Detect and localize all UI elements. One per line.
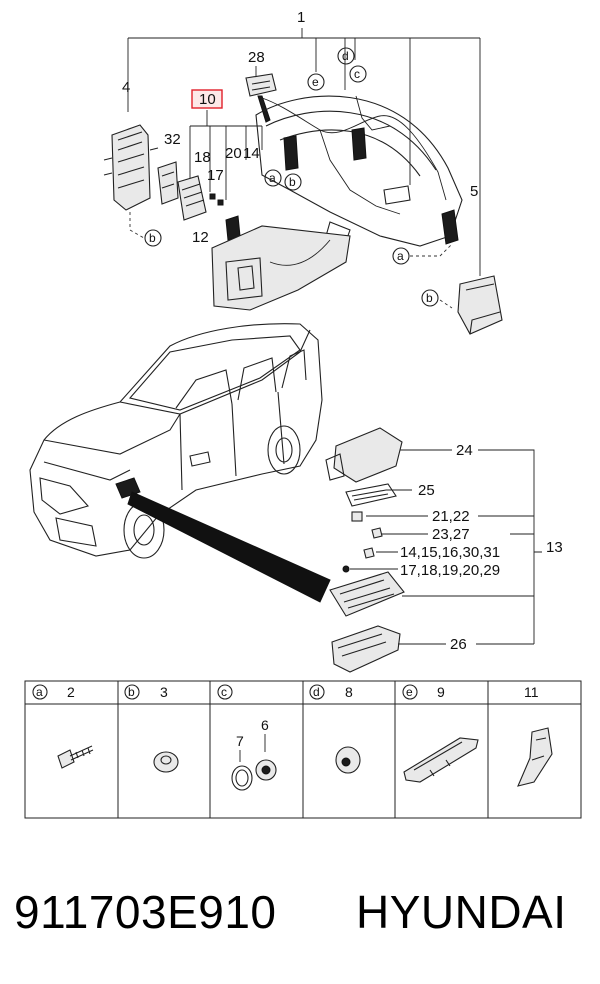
legend-cell-11: 11 — [517, 684, 553, 787]
footer-caption: 911703E910 HYUNDAI — [0, 872, 600, 952]
marker-b-left-text: b — [149, 231, 156, 245]
part-10-group: 10 32 18 20 14 17 12 — [157, 89, 263, 246]
brand-text: HYUNDAI — [356, 886, 567, 938]
label-12: 12 — [192, 229, 209, 246]
marker-b-top-text: b — [289, 175, 296, 189]
legend-letter-a: a — [36, 685, 43, 699]
legend-cell-d: d 8 — [309, 684, 361, 774]
circle-marker-b-right — [421, 289, 439, 307]
marker-a-right-text: a — [397, 249, 404, 263]
label-28: 28 — [248, 49, 265, 66]
marker-d-text: d — [342, 49, 349, 63]
label-17-18-19-20-29: 17,18,19,20,29 — [400, 562, 500, 579]
legend-cell-a: a 2 — [32, 684, 94, 769]
legend-cell-c: c 7 6 — [217, 684, 277, 791]
label-24: 24 — [456, 442, 473, 459]
label-1: 1 — [297, 9, 305, 26]
circle-marker-b-top — [284, 173, 302, 191]
part-10-highlight — [191, 89, 223, 109]
circle-marker-c — [349, 65, 367, 83]
label-10: 10 — [199, 91, 216, 108]
fuse-box-group: 24 25 21,22 23,27 14,15,16,30,31 17,18,1… — [325, 427, 563, 673]
legend-cell-b: b 3 — [124, 684, 179, 773]
label-21-22: 21,22 — [432, 508, 470, 525]
label-32: 32 — [164, 131, 181, 148]
label-14: 14 — [243, 145, 260, 162]
circle-marker-a-top — [264, 169, 282, 187]
label-4: 4 — [122, 79, 130, 96]
legend-part-8: 8 — [345, 684, 353, 700]
label-26: 26 — [450, 636, 467, 653]
label-5: 5 — [470, 183, 478, 200]
legend-letter-b: b — [128, 685, 135, 699]
part-5-junction-box: b — [421, 268, 503, 335]
vehicle-illustration — [29, 323, 331, 603]
label-17: 17 — [207, 167, 224, 184]
marker-a-top-text: a — [269, 171, 276, 185]
legend-part-9: 9 — [437, 684, 445, 700]
legend-table: a 2 b 3 c 7 6 d 8 — [24, 680, 582, 819]
part-28-connector: 28 — [245, 49, 277, 123]
legend-part-2: 2 — [67, 684, 75, 700]
center-console — [211, 225, 351, 311]
circle-marker-e — [307, 73, 325, 91]
legend-part-3: 3 — [160, 684, 168, 700]
label-23-27: 23,27 — [432, 526, 470, 543]
circle-marker-b-left — [144, 229, 162, 247]
legend-letter-c: c — [221, 685, 227, 699]
legend-part-6: 6 — [261, 717, 269, 733]
marker-e-text: e — [312, 75, 319, 89]
marker-c-text: c — [354, 67, 360, 81]
label-14-15-16-30-31: 14,15,16,30,31 — [400, 544, 500, 561]
label-18: 18 — [194, 149, 211, 166]
label-13: 13 — [546, 539, 563, 556]
legend-cell-e: e 9 — [402, 684, 479, 783]
label-20: 20 — [225, 145, 242, 162]
legend-part-7: 7 — [236, 733, 244, 749]
label-25: 25 — [418, 482, 435, 499]
legend-letter-e: e — [406, 685, 413, 699]
legend-part-11: 11 — [524, 684, 539, 700]
circle-marker-d — [337, 47, 355, 65]
assembly-leader-frame: 1 4 5 — [122, 9, 481, 268]
part-4-module: b — [103, 124, 162, 247]
legend-letter-d: d — [313, 685, 320, 699]
dashboard-assembly: d c e a b a — [255, 47, 463, 265]
marker-b-right-text: b — [426, 291, 433, 305]
circle-marker-a-right — [392, 247, 410, 265]
part-number-text: 911703E910 — [14, 886, 277, 938]
